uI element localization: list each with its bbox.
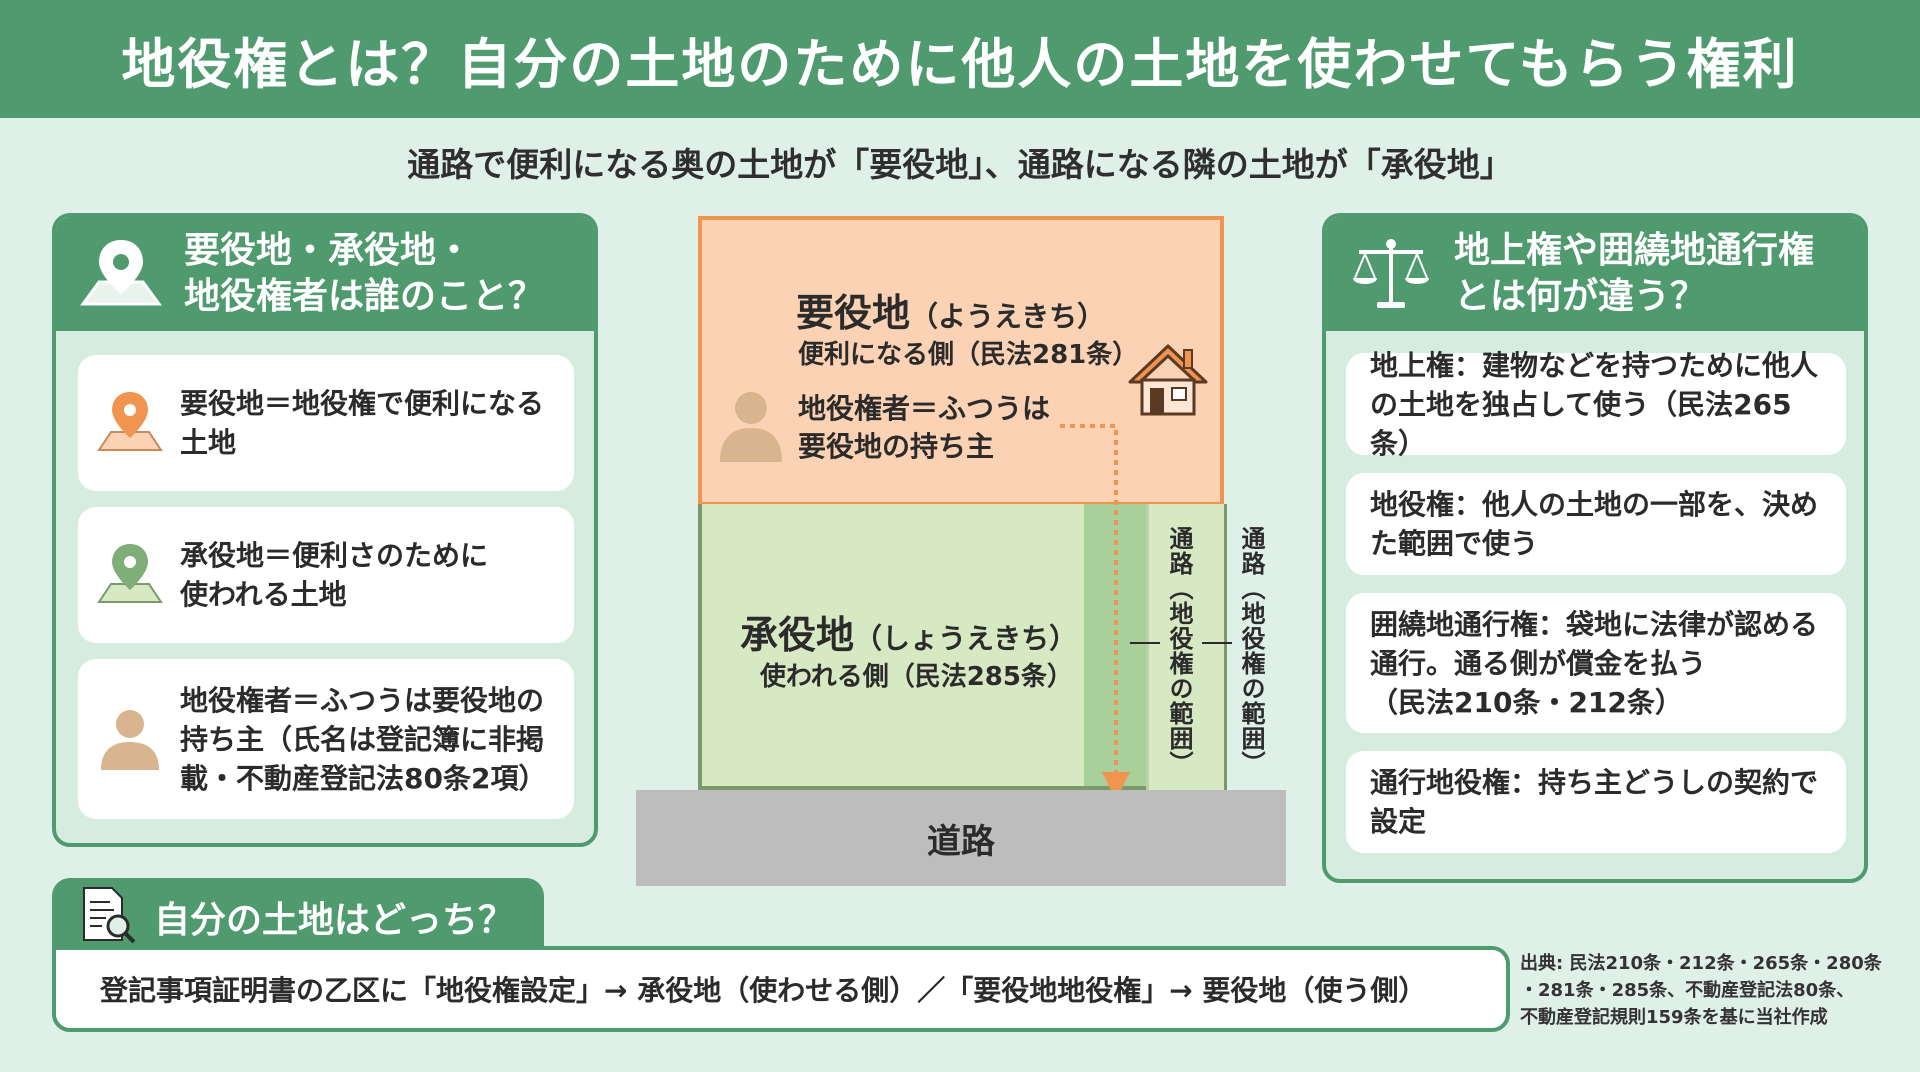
left-panel-heading-line1: 要役地・承役地・ [184,230,473,271]
card-servient-land: 承役地＝便利さのために 使われる土地 [78,507,574,643]
owner-line2: 要役地の持ち主 [798,430,995,463]
which-land-tab: 自分の土地はどっち？ [52,878,544,956]
left-panel-heading-line2: 地役権者は誰のこと？ [184,276,545,317]
title-bar: 地役権とは？自分の土地のために他人の土地を使わせてもらう権利 [0,0,1920,118]
land-diagram: 要役地（ようえきち） 便利になる側（民法281条） 地役権者＝ふつうは 要役地の… [636,216,1286,886]
source-line3: 不動産登記規則159条を基に当社作成 [1520,1007,1828,1028]
person-icon [90,704,170,774]
card-passage-easement-line2: 設定 [1370,805,1427,838]
card-easement-line1: 地役権：他人の土地の一部を、決め [1370,488,1819,521]
card-passage-easement-line1: 通行地役権：持ち主どうしの契約で [1370,766,1819,799]
page-title: 地役権とは？自分の土地のために他人の土地を使わせてもらう権利 [121,32,1799,96]
arrow-down-icon [1060,424,1130,800]
leader-line [1202,642,1232,644]
card-dominant-line2: 土地 [180,426,237,459]
right-panel-heading-line2: とは何が違う？ [1454,276,1707,317]
card-superficies-line1: 地上権：建物などを持つために他人 [1370,348,1819,382]
dominant-land-area [698,216,1224,506]
card-servient-line2: 使われる土地 [180,578,347,611]
card-holder-line1: 地役権者＝ふつうは要役地の [180,683,545,717]
passage-label-2: 通路（地役権の範囲） [1237,526,1265,776]
card-superficies: 地上権：建物などを持つために他人 の土地を独占して使う（民法265条） [1346,349,1846,460]
map-pin-icon [90,388,170,458]
house-icon [1126,342,1210,422]
map-pin-icon [76,229,166,319]
card-right-of-way-line1: 囲繞地通行権：袋地に法律が認める [1370,607,1819,641]
passage-label-1: 通路（地役権の範囲） [1165,526,1193,776]
map-pin-icon [90,540,170,610]
card-right-of-way-line2: 通行。通る側が償金を払う [1370,646,1707,680]
servient-reading: （しょうえきち） [854,622,1078,655]
card-dominant-line1: 要役地＝地役権で便利になる [180,387,545,420]
leader-line [1130,642,1160,644]
source-line1: 出典: 民法210条・212条・265条・280条 [1520,953,1882,974]
passage-outer-border [1224,504,1227,790]
person-icon [718,388,784,468]
card-dominant-land: 要役地＝地役権で便利になる 土地 [78,355,574,491]
scales-icon [1346,229,1436,319]
dominant-reading: （ようえきち） [910,300,1106,333]
servient-side-label: 使われる側（民法285条） [760,662,1073,692]
card-superficies-line2: の土地を独占して使う（民法265条） [1370,387,1792,460]
source-line2: ・281条・285条、不動産登記法80条、 [1520,980,1855,1001]
card-easement-line2: た範囲で使う [1370,527,1539,560]
subtitle: 通路で便利になる奥の土地が「要役地」、通路になる隣の土地が「承役地」 [407,145,1513,184]
passage-strip [1146,504,1224,790]
servient-land-title: 承役地（しょうえきち） [740,613,1078,657]
card-passage-easement: 通行地役権：持ち主どうしの契約で 設定 [1346,751,1846,853]
which-land-text: 登記事項証明書の乙区に「地役権設定」→ 承役地（使わせる側）／「要役地地役権」→… [100,974,1427,1007]
road: 道路 [636,790,1286,886]
source-note: 出典: 民法210条・212条・265条・280条 ・281条・285条、不動産… [1520,950,1900,1031]
right-panel: 地上権や囲繞地通行権 とは何が違う？ 地上権：建物などを持つために他人 の土地を… [1322,213,1868,883]
dominant-side-label: 便利になる側（民法281条） [798,340,1139,370]
owner-line1: 地役権者＝ふつうは [798,392,1051,425]
card-right-of-way: 囲繞地通行権：袋地に法律が認める 通行。通る側が償金を払う （民法210条・21… [1346,593,1846,733]
right-panel-header: 地上権や囲繞地通行権 とは何が違う？ [1326,217,1864,331]
right-panel-heading-line1: 地上権や囲繞地通行権 [1454,230,1815,271]
card-easement-holder: 地役権者＝ふつうは要役地の 持ち主（氏名は登記簿に非掲 載・不動産登記法80条2… [78,659,574,819]
road-label: 道路 [927,821,995,862]
card-easement: 地役権：他人の土地の一部を、決め た範囲で使う [1346,473,1846,575]
dominant-land-title: 要役地（ようえきち） [796,291,1106,335]
card-holder-line3: 載・不動産登記法80条2項） [180,761,547,795]
left-panel-header: 要役地・承役地・ 地役権者は誰のこと？ [56,217,594,331]
which-land-heading: 自分の土地はどっち？ [154,900,515,941]
card-servient-line1: 承役地＝便利さのために [180,539,489,572]
document-search-icon [76,884,138,950]
left-panel: 要役地・承役地・ 地役権者は誰のこと？ 要役地＝地役権で便利になる 土地 承役地 [52,213,598,847]
which-land-box: 登記事項証明書の乙区に「地役権設定」→ 承役地（使わせる側）／「要役地地役権」→… [52,946,1510,1032]
card-right-of-way-line3: （民法210条・212条） [1370,685,1683,719]
card-holder-line2: 持ち主（氏名は登記簿に非掲 [180,722,545,756]
